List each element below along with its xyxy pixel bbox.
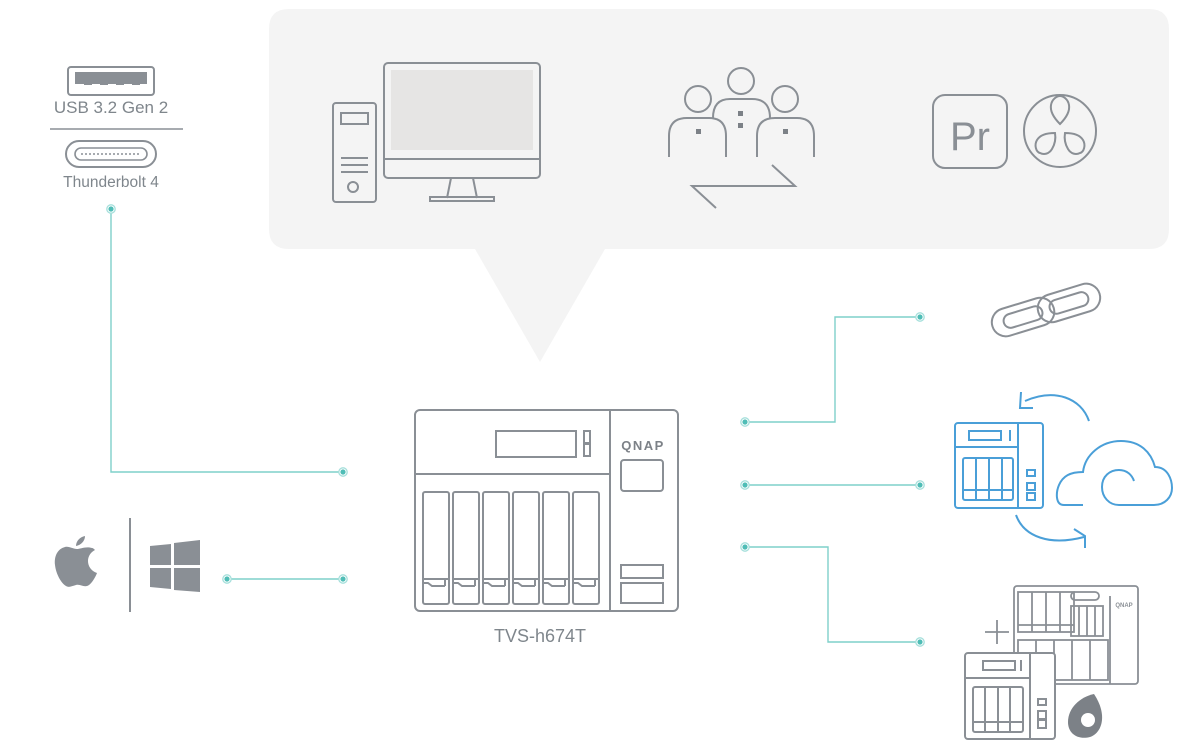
connector-node [740,542,750,552]
thunderbolt-label: Thunderbolt 4 [63,174,159,191]
premiere-text: Pr [950,115,990,159]
apple-logo-icon [54,536,97,587]
connector-node [915,312,925,322]
usb-c-port-icon [65,140,157,168]
connector-node [740,480,750,490]
connector-node [915,480,925,490]
connector-node [106,204,116,214]
drive-bay [542,491,570,605]
connector-node [915,637,925,647]
nas-model-label: TVS-h674T [493,626,587,646]
drive-bay [482,491,510,605]
connector-node [740,417,750,427]
connector-nas-to-expansion [745,546,920,643]
connector-node [338,467,348,477]
drive-bay [452,491,480,605]
drive-bay [422,491,450,605]
usb-a-port-icon [67,66,155,96]
connector-ports-to-nas [110,209,343,473]
connector-node [338,574,348,584]
connector-node [222,574,232,584]
expansion-brand-text: QNAP [1115,603,1132,609]
nas-brand-text: QNAP [621,438,665,453]
adobe-premiere-pro-icon: Pr [932,94,1008,169]
connector-nas-to-link-aggregation [745,316,920,423]
davinci-resolve-icon [1023,94,1097,168]
windows-logo-icon [150,540,200,592]
drive-bay [512,491,540,605]
usb-label: USB 3.2 Gen 2 [53,98,169,117]
drive-bay [572,491,600,605]
